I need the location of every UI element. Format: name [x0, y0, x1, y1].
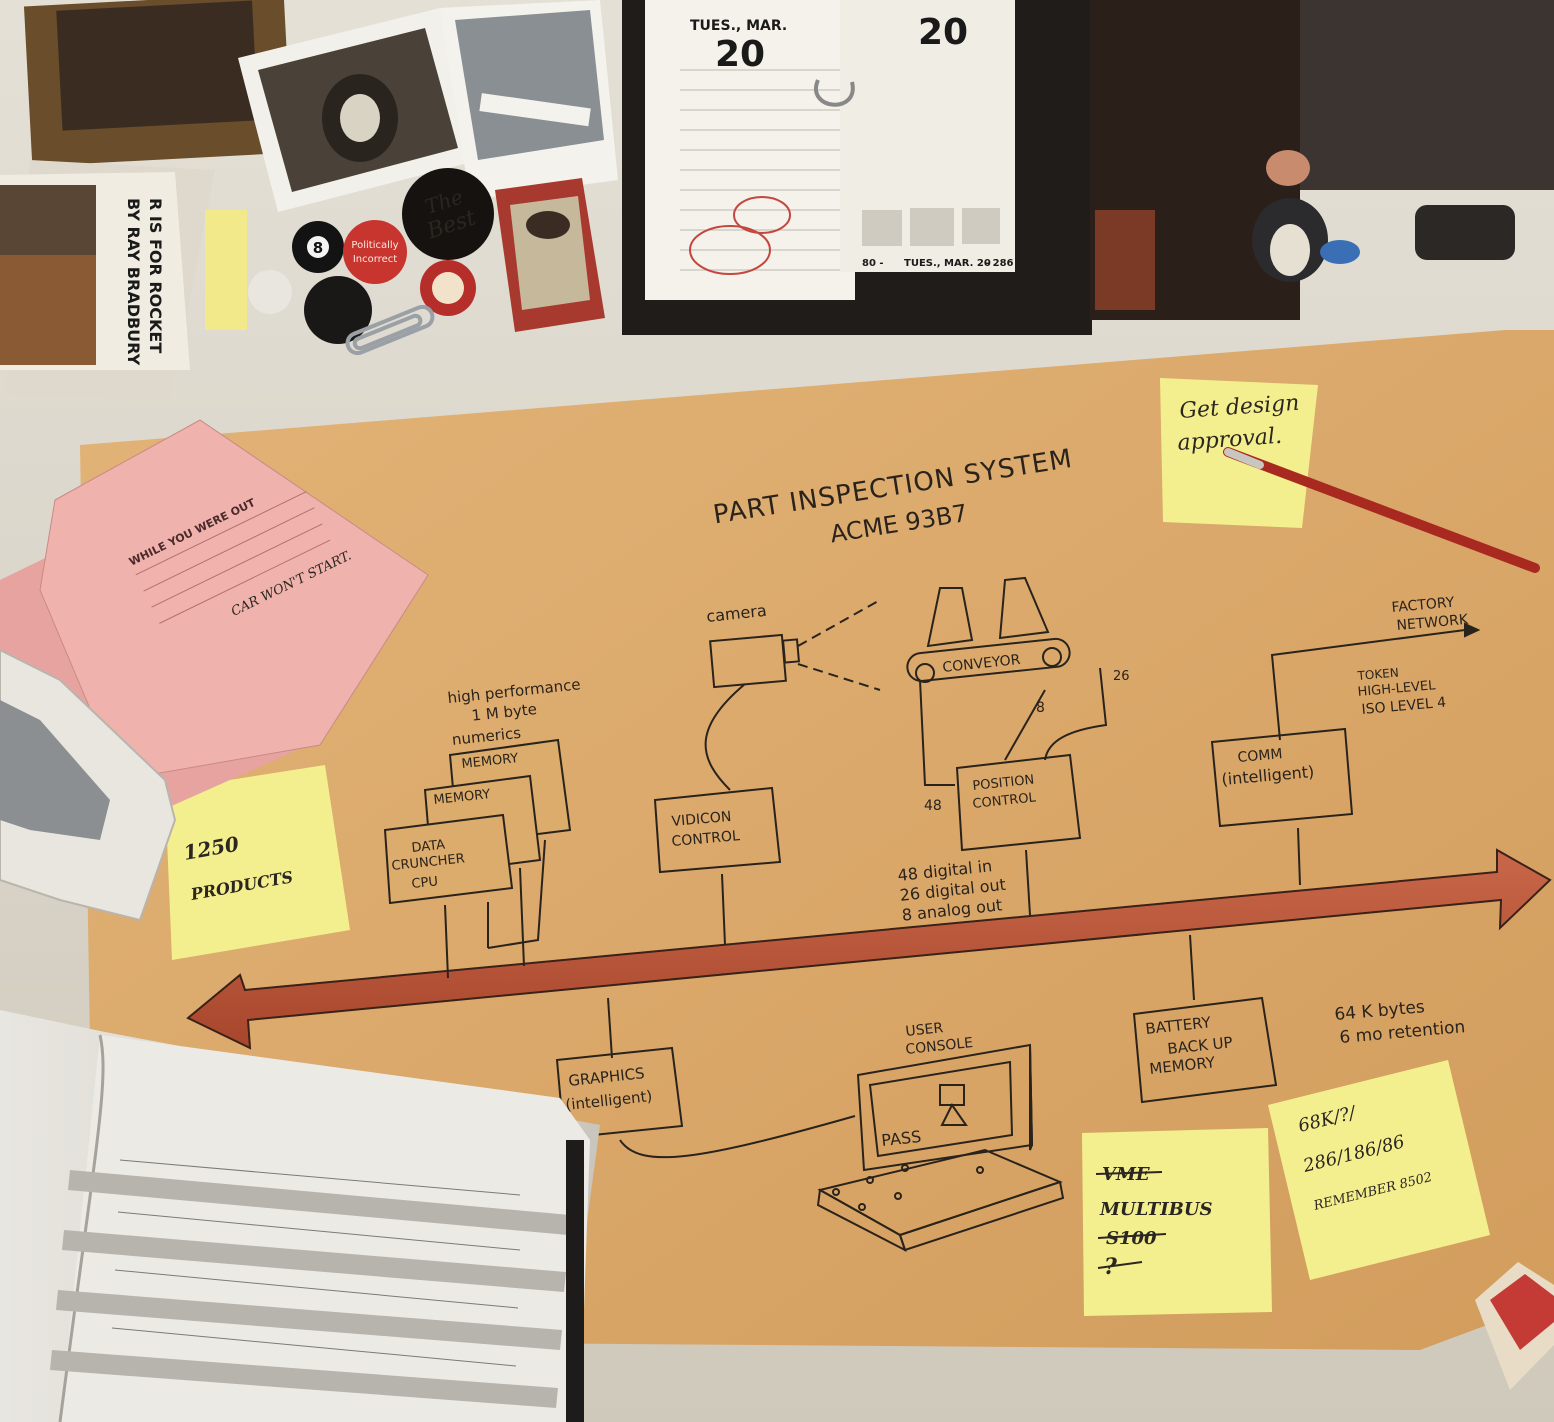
red-block [1095, 210, 1155, 310]
cpu-box: DATA CRUNCHER CPU [385, 815, 512, 903]
bus-line-3: S100 [1106, 1228, 1157, 1249]
io-counts: 48 digital in 26 digital out 8 analog ou… [897, 855, 1009, 925]
label-8: 8 [1036, 700, 1045, 716]
sticky-note-bus-options: VME MULTIBUS S100 ? [1082, 1128, 1272, 1316]
face-button-center [432, 272, 464, 304]
calendar-footer-right: - 286 [985, 258, 1014, 269]
label-26: 26 [1113, 669, 1130, 684]
calendar-left-day: 20 [715, 34, 765, 75]
toy-truck [1300, 0, 1554, 190]
the-best-button: The Best [402, 168, 494, 260]
svg-text:Politically: Politically [351, 240, 398, 251]
cpu-label-3: CPU [411, 874, 439, 892]
book-title-line1: R IS FOR ROCKET [146, 198, 165, 353]
dog-photo-card-2 [440, 0, 618, 200]
black-button [304, 276, 372, 344]
bus-line-2: MULTIBUS [1099, 1199, 1213, 1220]
calendar-footer-left: 80 - [862, 258, 884, 269]
politically-incorrect-button: Politically Incorrect [343, 220, 407, 284]
svg-text:Incorrect: Incorrect [353, 254, 397, 265]
label-48: 48 [924, 798, 942, 814]
calendar-right-day: 20 [918, 12, 968, 53]
calendar-footer-mid: TUES., MAR. 20 [904, 258, 991, 269]
book-title-line2: BY RAY BRADBURY [124, 198, 143, 366]
toy-car [1415, 205, 1515, 260]
white-button [248, 270, 292, 314]
calendar-left-header: TUES., MAR. [690, 18, 787, 34]
svg-text:8: 8 [313, 239, 323, 257]
eight-ball-button: 8 [292, 221, 344, 273]
desk-calendar: TUES., MAR. 20 20 80 - TUES., MAR. 20 - … [622, 0, 1092, 335]
